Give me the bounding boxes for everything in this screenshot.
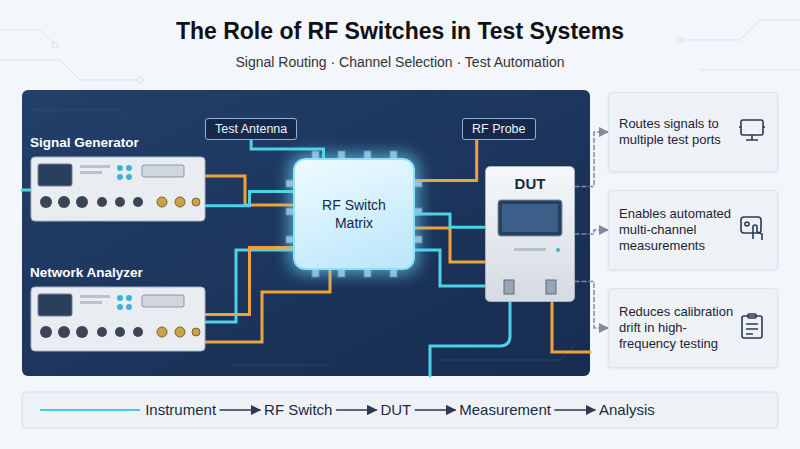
rf-cable: [415, 214, 485, 227]
switch-pins: [286, 151, 422, 277]
switch-matrix: RF Switch Matrix: [293, 158, 415, 270]
rf-cable: [206, 192, 293, 206]
flow-arrow: [415, 409, 455, 411]
node-text: RF Switch: [264, 396, 332, 424]
rf-cable: [206, 248, 293, 315]
dut-box: DUT: [485, 166, 575, 302]
node-text: DUT: [486, 175, 574, 192]
callout-arrow: [575, 230, 608, 234]
callout-arrow: [575, 282, 608, 328]
node-text: Instrument: [145, 396, 216, 424]
node-text: Enables automated multi-channel measurem…: [619, 206, 737, 255]
instrument-front-panel: [30, 286, 206, 352]
flow-arrow: [555, 409, 595, 411]
flow-band: [22, 392, 778, 428]
node-text: DUT: [380, 396, 411, 424]
feature-card: Routes signals to multiple test ports: [608, 92, 778, 172]
rf-cable: [415, 140, 477, 180]
rf-cable: [251, 140, 323, 158]
dut-illustration: [486, 196, 574, 306]
node-text: Measurement: [459, 396, 551, 424]
instrument-label: Network Analyzer: [30, 264, 206, 286]
feature-card: Enables automated multi-channel measurem…: [608, 190, 778, 270]
node-text: Routes signals to multiple test ports: [619, 116, 737, 149]
flow-step: Analysis: [595, 396, 659, 424]
port-tag: RF Probe: [462, 118, 536, 140]
node-text: Reduces calibration drift in high-freque…: [619, 304, 737, 353]
instrument: Network Analyzer: [30, 264, 206, 356]
flow-arrow: [336, 409, 376, 411]
card-icon: [737, 115, 767, 149]
card-icon: [737, 213, 767, 247]
flow-arrow: [220, 409, 260, 411]
flow-step: Measurement: [455, 396, 555, 424]
panel-traces: [30, 110, 575, 365]
dark-panel: [22, 90, 590, 376]
callout-arrow: [575, 132, 608, 186]
instrument-front-panel: [30, 156, 206, 222]
diagram-title: The Role of RF Switches in Test Systems: [0, 18, 800, 45]
feature-card: Reduces calibration drift in high-freque…: [608, 288, 778, 368]
card-icon: [737, 311, 767, 345]
node-text: RF Probe: [472, 122, 526, 136]
port-tag: Test Antenna: [205, 118, 297, 140]
node-text: Analysis: [599, 396, 655, 424]
flow-step: Instrument: [141, 396, 220, 424]
flow-accent: [40, 409, 140, 411]
subtitle: Signal Routing · Channel Selection · Tes…: [0, 54, 800, 70]
instrument-label: Signal Generator: [30, 134, 206, 156]
flow-step: DUT: [376, 396, 415, 424]
flow-step: RF Switch: [260, 396, 336, 424]
node-text: Test Antenna: [215, 122, 287, 136]
node-text: RF Switch Matrix: [309, 196, 399, 232]
instrument: Signal Generator: [30, 134, 206, 226]
